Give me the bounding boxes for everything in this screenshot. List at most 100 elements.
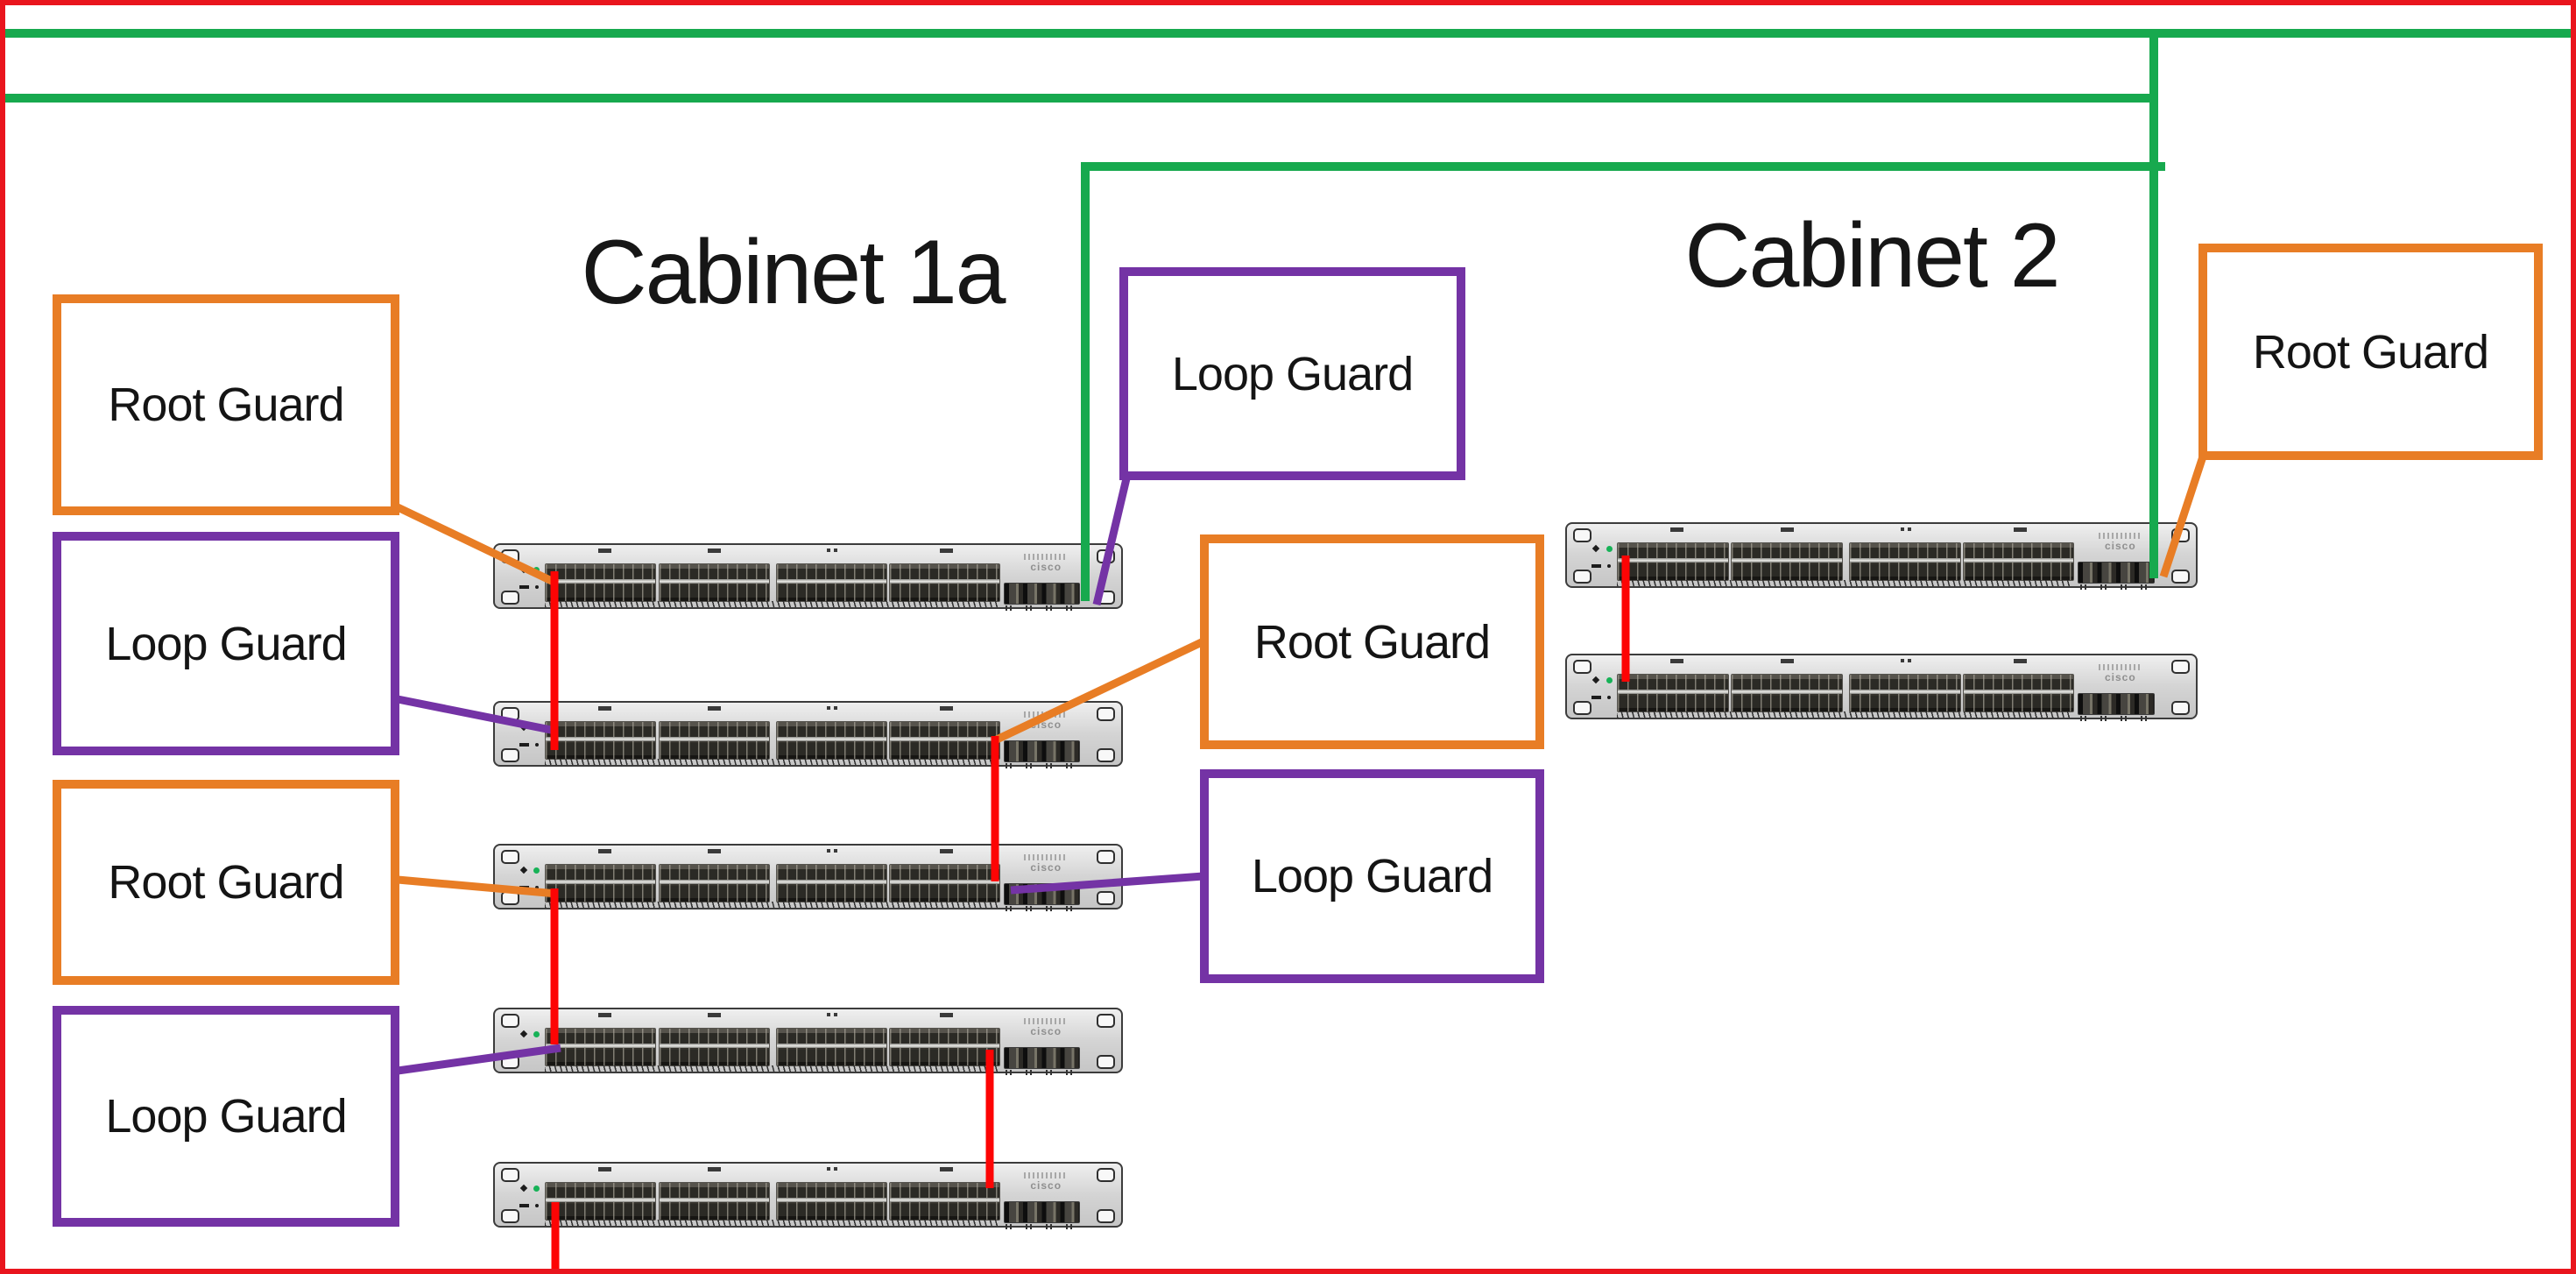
mount-screw-icon (501, 1014, 519, 1028)
power-led-icon (1606, 546, 1613, 552)
vent-slot-icon (708, 706, 722, 711)
mount-screw-icon (501, 850, 519, 864)
vent-slot-icon (939, 849, 953, 853)
callout-loop-guard-1: Loop Guard (53, 532, 399, 755)
mount-screw-icon (501, 1209, 519, 1223)
vent-slot-icon (1900, 527, 1904, 531)
mount-screw-icon (1573, 570, 1591, 584)
mount-screw-icon (501, 591, 519, 605)
purple-pointer-loopguard2 (397, 1044, 561, 1075)
vent-slot-icon (597, 849, 611, 853)
mode-button-icon (1591, 696, 1601, 699)
switch-cabinet1a-5: cisco (493, 1162, 1123, 1229)
status-led-icon (534, 1204, 539, 1207)
status-led-icon (534, 886, 539, 889)
status-led-icon (534, 743, 539, 747)
mode-button-icon (519, 1204, 529, 1207)
cabinet-2-title: Cabinet 2 (1684, 205, 2060, 307)
ethernet-port-group (776, 1028, 888, 1066)
vent-slot-icon (1781, 527, 1795, 532)
cisco-logo-icon (1024, 1172, 1069, 1178)
orange-pointer-rootguard1 (394, 502, 559, 588)
callout-loop-guard-mid: Loop Guard (1200, 769, 1544, 983)
vent-slot-icon (597, 549, 611, 553)
cisco-logo-text: cisco (2104, 671, 2136, 683)
ethernet-port-group (888, 864, 1000, 902)
mount-screw-icon (1097, 1209, 1115, 1223)
callout-label: Loop Guard (1171, 347, 1414, 400)
callout-loop-guard-2: Loop Guard (53, 1006, 399, 1227)
mode-button-icon (1591, 564, 1601, 568)
vent-slot-icon (826, 1013, 830, 1016)
callout-label: Root Guard (108, 856, 344, 909)
cisco-logo-text: cisco (1030, 1025, 1062, 1037)
callout-label: Root Guard (2252, 325, 2489, 379)
vent-slot-icon (939, 706, 953, 711)
mount-screw-icon (1097, 1014, 1115, 1028)
switch-cabinet2-2: cisco (1565, 654, 2198, 721)
ethernet-port-group (545, 563, 657, 602)
mount-screw-icon (1097, 1055, 1115, 1069)
port-number-labels (545, 601, 999, 607)
callout-root-guard-2: Root Guard (53, 780, 399, 985)
sfp-uplink-ports (1003, 1201, 1081, 1229)
mount-screw-icon (501, 748, 519, 762)
power-led-icon (533, 867, 540, 874)
ethernet-port-group (658, 864, 770, 902)
vent-slot-icon (2013, 659, 2027, 663)
power-led-icon (533, 1031, 540, 1037)
port-number-labels (545, 759, 999, 765)
port-number-labels (1617, 711, 2073, 718)
ethernet-port-group (545, 1182, 657, 1221)
ethernet-port-group (1731, 542, 1844, 581)
ethernet-port-group (658, 1182, 770, 1221)
vent-slot-icon (1670, 659, 1684, 663)
mount-screw-icon (2171, 701, 2190, 715)
power-led-icon (533, 1186, 540, 1192)
sfp-uplink-ports (1003, 1047, 1081, 1075)
mount-screw-icon (1573, 528, 1591, 542)
ethernet-port-group (1849, 542, 1962, 581)
cisco-logo-icon (2098, 664, 2142, 670)
mount-screw-icon (1097, 850, 1115, 864)
ethernet-port-group (545, 721, 657, 760)
vent-slot-icon (826, 1167, 830, 1171)
status-led-icon (534, 585, 539, 589)
mount-screw-icon (1573, 660, 1591, 674)
ethernet-port-group (776, 864, 888, 902)
ethernet-port-group (888, 563, 1000, 602)
vent-slot-icon (826, 706, 830, 710)
mode-button-icon (519, 585, 529, 589)
vent-slot-icon (826, 849, 830, 853)
callout-root-guard-cabinet2: Root Guard (2198, 244, 2543, 460)
ethernet-port-group (888, 721, 1000, 760)
ethernet-port-group (1617, 674, 1730, 712)
ethernet-port-group (545, 864, 657, 902)
sfp-uplink-ports (1003, 740, 1081, 768)
vent-slot-icon (597, 1167, 611, 1171)
power-led-icon (1606, 677, 1613, 683)
purple-pointer-loopguard-mid (1010, 872, 1204, 895)
callout-root-guard-mid: Root Guard (1200, 534, 1544, 749)
callout-label: Loop Guard (105, 617, 347, 670)
callout-label: Root Guard (1253, 615, 1491, 669)
cisco-logo-text: cisco (2104, 540, 2136, 552)
callout-label: Loop Guard (1251, 850, 1493, 902)
mount-screw-icon (2171, 570, 2190, 584)
cisco-logo-icon (1024, 1018, 1069, 1024)
switch-cabinet1a-1: cisco (493, 543, 1123, 611)
vent-slot-icon (939, 1013, 953, 1017)
vent-slot-icon (597, 706, 611, 711)
port-number-labels (545, 902, 999, 908)
status-led-icon (1606, 696, 1611, 699)
orange-pointer-rootguard-mid (995, 637, 1205, 744)
ethernet-port-group (1731, 674, 1844, 712)
ethernet-port-group (1962, 542, 2075, 581)
mount-screw-icon (1097, 707, 1115, 721)
sfp-uplink-ports (2078, 562, 2156, 590)
switch-cabinet1a-4: cisco (493, 1008, 1123, 1075)
sfp-uplink-ports (2078, 693, 2156, 721)
callout-loop-guard-top: Loop Guard (1119, 267, 1465, 480)
